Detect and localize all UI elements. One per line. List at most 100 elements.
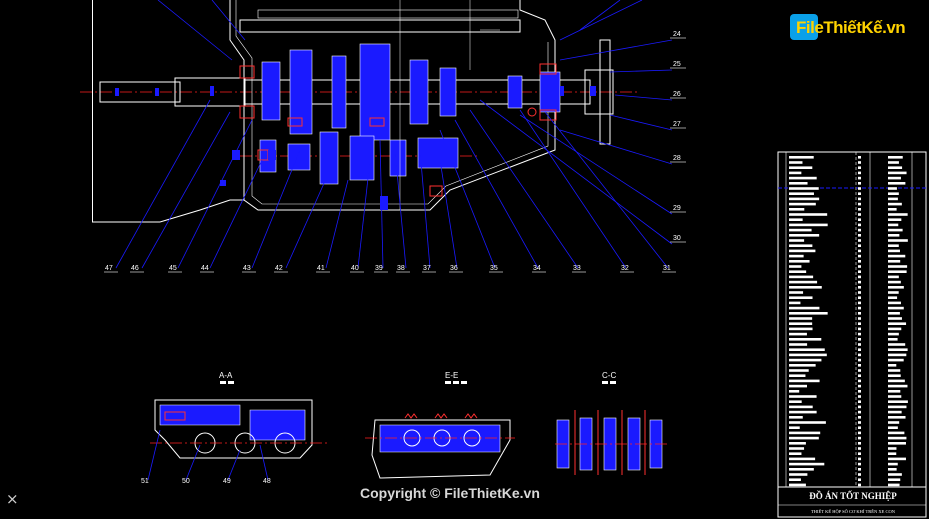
row-material-bar [888, 426, 898, 429]
row-name-bar [789, 379, 820, 383]
row-material-bar [888, 338, 898, 341]
row-material-bar [888, 478, 901, 481]
row-qty-bar [858, 457, 861, 461]
row-material-bar [888, 208, 897, 211]
row-material-bar [888, 457, 906, 461]
row-qty-bar [858, 166, 861, 169]
row-material-bar [888, 296, 898, 299]
row-qty-bar [858, 416, 861, 419]
row-name-bar [789, 369, 809, 372]
row-name-bar [789, 327, 813, 331]
row-material-bar [888, 327, 902, 331]
row-qty-bar [858, 171, 861, 175]
row-material-bar [888, 343, 906, 346]
row-name-bar [789, 452, 802, 455]
row-name-bar [789, 223, 828, 227]
part-number: 36 [450, 265, 458, 272]
row-material-bar [888, 197, 898, 201]
part-number: 49 [223, 478, 231, 485]
row-name-bar [789, 332, 807, 336]
row-material-bar [888, 364, 897, 367]
row-name-bar [789, 390, 800, 393]
row-material-bar [888, 332, 899, 336]
close-icon[interactable]: × [6, 490, 19, 508]
row-qty-bar [858, 390, 861, 393]
row-qty-bar [858, 395, 861, 398]
row-qty-bar [858, 338, 861, 341]
part-number: 25 [673, 61, 681, 68]
row-name-bar [789, 416, 803, 419]
row-qty-bar [858, 223, 861, 227]
row-qty-bar [858, 228, 861, 232]
row-qty-bar [858, 234, 861, 237]
row-qty-bar [858, 296, 861, 299]
row-qty-bar [858, 431, 861, 435]
row-material-bar [888, 400, 908, 403]
row-qty-bar [858, 462, 861, 466]
part-number: 26 [673, 91, 681, 98]
row-name-bar [789, 275, 814, 279]
row-name-bar [789, 301, 801, 305]
row-name-bar [789, 343, 808, 346]
row-material-bar [888, 156, 903, 159]
section-label: C-C [602, 371, 616, 380]
row-name-bar [789, 317, 813, 320]
row-material-bar [888, 301, 901, 305]
row-name-bar [789, 421, 826, 424]
part-number: 38 [397, 265, 405, 272]
row-material-bar [888, 317, 902, 320]
row-material-bar [888, 260, 901, 263]
row-name-bar [789, 353, 827, 357]
row-qty-bar [858, 468, 861, 471]
row-material-bar [888, 348, 908, 351]
part-number: 42 [275, 265, 283, 272]
part-number: 32 [621, 265, 629, 272]
row-name-bar [789, 228, 812, 232]
section-label: A-A [219, 371, 233, 380]
row-name-bar [789, 400, 802, 403]
row-material-bar [888, 306, 904, 310]
row-name-bar [789, 270, 807, 273]
row-material-bar [888, 379, 905, 383]
row-material-bar [888, 410, 902, 414]
row-qty-bar [858, 421, 861, 424]
row-material-bar [888, 395, 902, 398]
row-name-bar [789, 197, 820, 201]
row-name-bar [789, 468, 814, 471]
row-qty-bar [858, 483, 861, 487]
section-a-a[interactable]: A-A 51 50 49 48 [141, 371, 330, 485]
row-name-bar [789, 161, 803, 164]
leader-lines [115, 0, 673, 269]
row-material-bar [888, 384, 908, 388]
row-material-bar [888, 213, 908, 216]
row-qty-bar [858, 156, 861, 159]
section-e-e[interactable]: E-E [365, 371, 515, 479]
row-qty-bar [858, 244, 861, 247]
row-material-bar [888, 369, 901, 372]
part-number: 33 [573, 265, 581, 272]
row-qty-bar [858, 436, 861, 440]
row-name-bar [789, 457, 816, 461]
row-material-bar [888, 187, 897, 190]
row-qty-bar [858, 301, 861, 305]
row-qty-bar [858, 161, 861, 164]
row-material-bar [888, 249, 900, 253]
row-name-bar [789, 213, 828, 216]
row-material-bar [888, 166, 903, 169]
part-number: 43 [243, 265, 251, 272]
row-qty-bar [858, 358, 861, 362]
section-c-c[interactable]: C-C [555, 371, 670, 475]
row-qty-bar [858, 265, 861, 268]
gearbox-main-section[interactable] [80, 0, 638, 223]
row-material-bar [888, 176, 901, 180]
row-qty-bar [858, 213, 861, 216]
row-qty-bar [858, 343, 861, 346]
row-qty-bar [858, 275, 861, 279]
part-number: 30 [673, 235, 681, 242]
row-qty-bar [858, 327, 861, 331]
row-name-bar [789, 260, 810, 263]
row-name-bar [789, 338, 822, 341]
row-name-bar [789, 280, 818, 284]
row-name-bar [789, 244, 813, 247]
